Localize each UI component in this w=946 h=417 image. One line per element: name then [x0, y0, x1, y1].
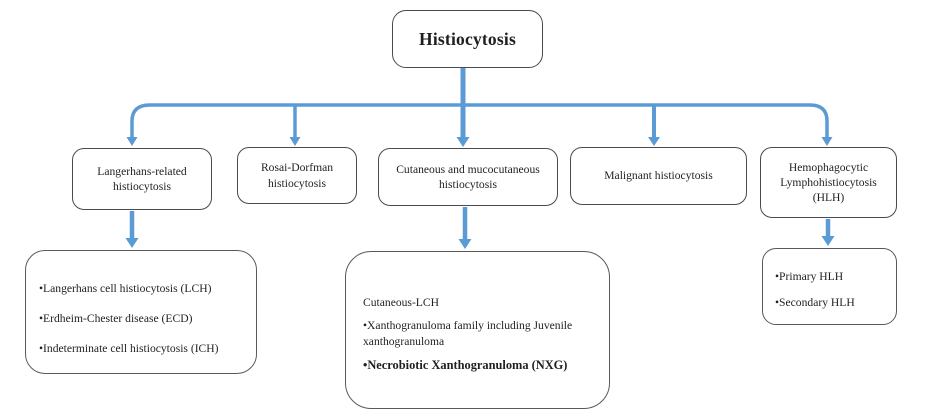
cutaneous-heading: Cutaneous-LCH	[363, 296, 439, 309]
branch-arrow-hlh	[809, 103, 833, 146]
cutaneous-item-nxg: •Necrobiotic Xanthogranuloma (NXG)	[363, 358, 568, 372]
root-box-label: Histiocytosis	[419, 28, 516, 49]
hlh-item-primary: •Primary HLH	[775, 270, 844, 283]
detail-box-langerhans: •Langerhans cell histiocytosis (LCH) •Er…	[25, 250, 257, 374]
detail-box-hlh: •Primary HLH •Secondary HLH	[762, 248, 897, 325]
box-rosai-dorfman-label: Rosai-Dorfman histiocytosis	[260, 161, 334, 190]
box-rosai-dorfman: Rosai-Dorfman histiocytosis	[237, 147, 357, 204]
hlh-item-secondary: •Secondary HLH	[775, 296, 855, 309]
langerhans-item-ecd: •Erdheim-Chester disease (ECD)	[39, 312, 193, 325]
root-stem-arrow	[456, 68, 470, 147]
langerhans-item-ich: •Indeterminate cell histiocytosis (ICH)	[39, 342, 219, 355]
branch-arrow-langerhans	[126, 103, 151, 146]
langerhans-item-lch: •Langerhans cell histiocytosis (LCH)	[39, 282, 212, 295]
box-langerhans-related: Langerhans-related histiocytosis	[72, 148, 212, 210]
detail-arrow-langerhans	[125, 211, 139, 248]
box-malignant-label: Malignant histiocytosis	[604, 169, 713, 183]
box-cutaneous-mucocutaneous: Cutaneous and mucocutaneous histiocytosi…	[378, 148, 558, 206]
branch-arrow-malignant	[648, 105, 660, 146]
detail-arrow-hlh	[821, 219, 835, 246]
root-box-histiocytosis: Histiocytosis	[392, 10, 543, 68]
branch-arrow-rosai	[289, 105, 301, 146]
box-cutaneous-mucocutaneous-label: Cutaneous and mucocutaneous histiocytosi…	[396, 162, 540, 191]
box-hlh: Hemophagocytic Lymphohistiocytosis (HLH)	[760, 147, 897, 218]
box-langerhans-related-label: Langerhans-related histiocytosis	[97, 164, 187, 193]
box-malignant: Malignant histiocytosis	[570, 147, 747, 205]
box-hlh-label: Hemophagocytic Lymphohistiocytosis (HLH)	[780, 160, 877, 205]
detail-box-cutaneous: Cutaneous-LCH •Xanthogranuloma family in…	[345, 251, 610, 409]
detail-arrow-cutaneous	[458, 207, 472, 249]
cutaneous-item-xanthogranuloma: •Xanthogranuloma family including Juveni…	[363, 319, 573, 348]
